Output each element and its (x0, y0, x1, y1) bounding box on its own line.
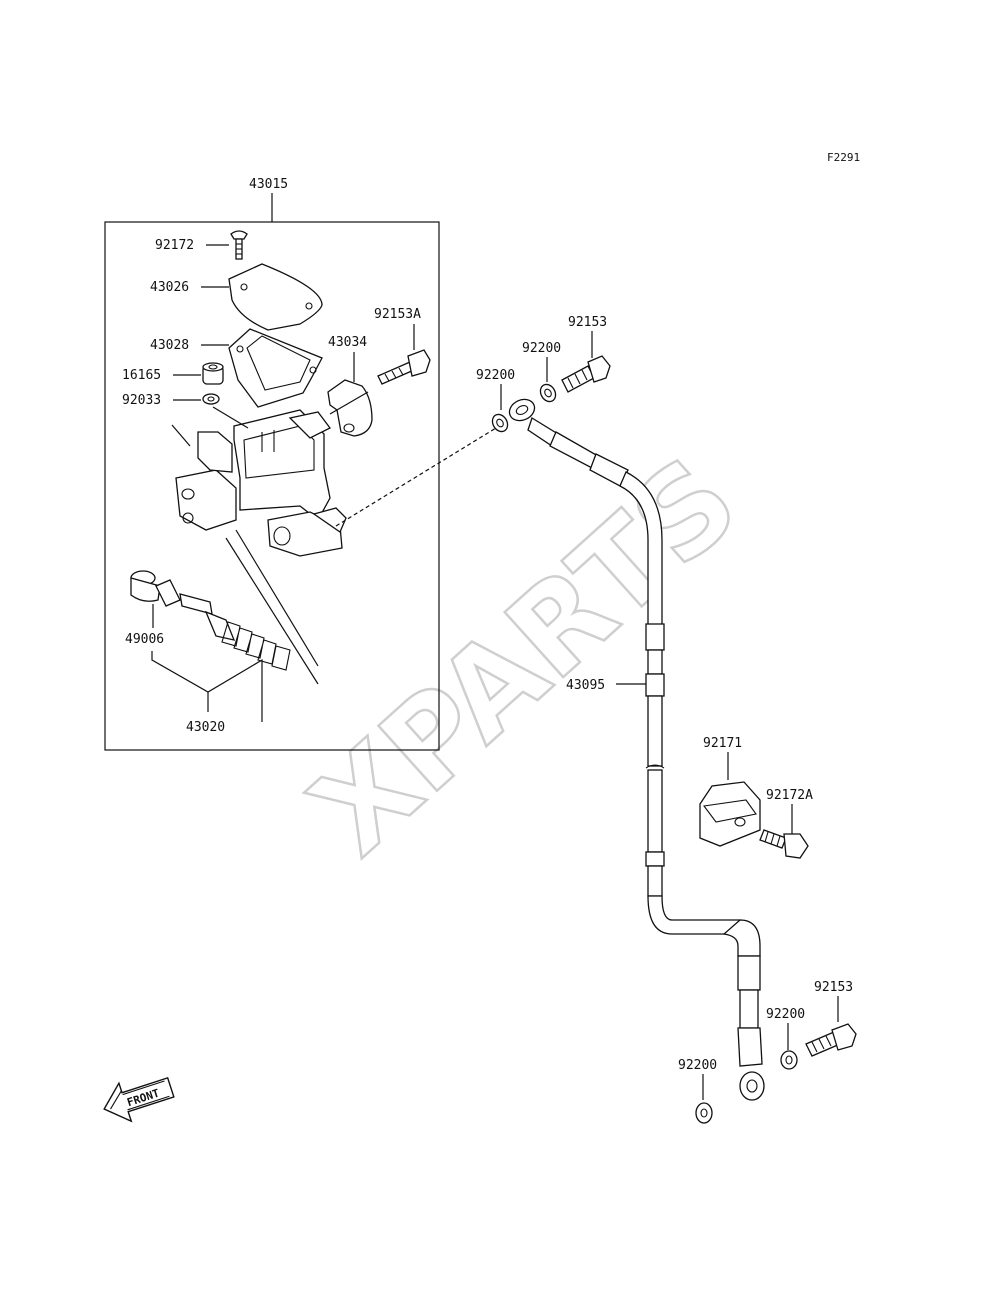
holder-43034 (327, 379, 373, 437)
bolt-92153A (377, 349, 431, 385)
label-16165[interactable]: 16165 (122, 368, 161, 383)
label-92172[interactable]: 92172 (155, 238, 194, 253)
watermark: XPARTS (286, 432, 764, 882)
diaphragm-43028 (228, 328, 323, 408)
banjo-bolt-92153-bottom (805, 1023, 857, 1057)
ring-92033 (202, 393, 220, 405)
label-92200-b[interactable]: 92200 (522, 341, 561, 356)
label-92200-c[interactable]: 92200 (766, 1007, 805, 1022)
master-cylinder-body (171, 409, 347, 557)
label-92153-top[interactable]: 92153 (568, 315, 607, 330)
label-92171[interactable]: 92171 (703, 736, 742, 751)
front-arrow-icon: FRONT (103, 1076, 175, 1123)
label-43095[interactable]: 43095 (566, 678, 605, 693)
label-92172A[interactable]: 92172A (766, 788, 813, 803)
label-43026[interactable]: 43026 (150, 280, 189, 295)
washer-92200-b (539, 383, 557, 403)
reservoir-cap-43026 (228, 263, 323, 331)
label-43028[interactable]: 43028 (150, 338, 189, 353)
washer-92200-c (780, 1050, 798, 1070)
bushing-16165 (202, 362, 224, 385)
bolt-92172A (759, 829, 809, 859)
figure-code: F2291 (827, 151, 860, 164)
clamp-92171 (699, 781, 761, 847)
label-92200-a[interactable]: 92200 (476, 368, 515, 383)
label-92033[interactable]: 92033 (122, 393, 161, 408)
label-43034[interactable]: 43034 (328, 335, 367, 350)
brake-hose-43095 (508, 398, 765, 1101)
banjo-bolt-92153-top (561, 355, 611, 393)
washer-92200-a (491, 413, 509, 433)
label-49006[interactable]: 49006 (125, 632, 164, 647)
piston-kit-43020 (130, 570, 291, 671)
screw-92172 (230, 230, 248, 260)
washer-92200-d (695, 1102, 713, 1124)
label-92153-bottom[interactable]: 92153 (814, 980, 853, 995)
label-92153A[interactable]: 92153A (374, 307, 421, 322)
label-92200-d[interactable]: 92200 (678, 1058, 717, 1073)
label-43015[interactable]: 43015 (249, 177, 288, 192)
label-43020[interactable]: 43020 (186, 720, 225, 735)
